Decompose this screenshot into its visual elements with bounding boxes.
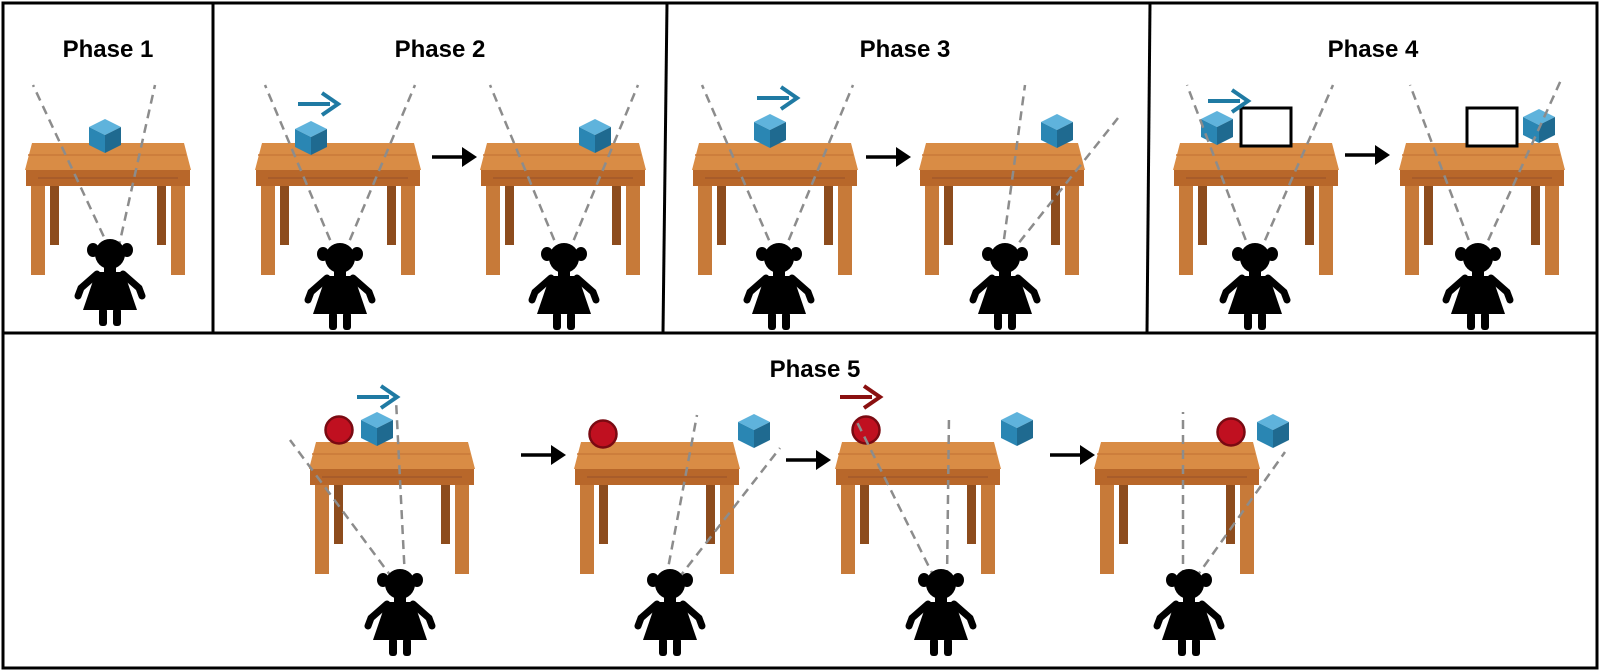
gaze-lines bbox=[1185, 84, 1335, 255]
scene bbox=[918, 84, 1119, 330]
phase-5-panel: Phase 5 bbox=[288, 356, 1289, 656]
scene bbox=[691, 84, 859, 330]
move-arrow-icon bbox=[296, 91, 340, 117]
cube-icon bbox=[1201, 111, 1233, 145]
phase-title: Phase 2 bbox=[395, 36, 486, 63]
phase-title: Phase 1 bbox=[63, 36, 154, 63]
scene bbox=[254, 84, 422, 330]
cube-icon bbox=[1041, 114, 1073, 148]
child-icon bbox=[638, 569, 702, 656]
phase-3-panel: Phase 3 bbox=[691, 36, 1119, 330]
ball-icon bbox=[588, 419, 618, 449]
move-arrow-icon bbox=[838, 384, 882, 410]
table-icon bbox=[573, 441, 741, 575]
phase-title: Phase 5 bbox=[770, 356, 861, 383]
scene bbox=[1093, 412, 1289, 656]
divider-3-4 bbox=[1145, 2, 1152, 334]
phase-title: Phase 4 bbox=[1328, 36, 1419, 63]
step-arrow-icon bbox=[784, 448, 833, 472]
move-arrow-icon bbox=[755, 85, 799, 111]
cube-icon bbox=[361, 412, 393, 446]
scene bbox=[479, 84, 647, 330]
scene bbox=[573, 414, 781, 656]
ball-icon bbox=[324, 415, 354, 445]
screen-icon bbox=[1465, 106, 1519, 148]
child-icon bbox=[532, 243, 596, 330]
step-arrow-icon bbox=[430, 145, 479, 169]
gaze-lines bbox=[854, 414, 951, 580]
step-arrow-icon bbox=[1343, 143, 1392, 167]
gaze-lines bbox=[1181, 412, 1287, 580]
child-icon bbox=[368, 569, 432, 656]
gaze-lines bbox=[664, 414, 781, 580]
child-icon bbox=[78, 239, 142, 326]
cube-icon bbox=[738, 414, 770, 448]
child-icon bbox=[909, 569, 973, 656]
scene bbox=[1398, 79, 1566, 330]
gaze-lines bbox=[31, 84, 157, 251]
gaze-lines bbox=[1408, 79, 1563, 255]
gaze-lines bbox=[700, 84, 855, 255]
gaze-lines bbox=[488, 84, 640, 255]
gaze-lines bbox=[263, 84, 417, 255]
child-icon bbox=[1157, 569, 1221, 656]
phase-2-panel: Phase 2 bbox=[254, 36, 647, 330]
cube-icon bbox=[754, 114, 786, 148]
table-icon bbox=[834, 441, 1002, 575]
scene bbox=[288, 384, 476, 656]
table-icon bbox=[308, 441, 476, 575]
child-icon bbox=[973, 243, 1037, 330]
phase-title: Phase 3 bbox=[860, 36, 951, 63]
ball-icon bbox=[1216, 417, 1246, 447]
table-icon bbox=[1093, 441, 1261, 575]
scene bbox=[1172, 84, 1340, 330]
screen-icon bbox=[1239, 106, 1293, 148]
scene bbox=[834, 384, 1033, 656]
step-arrow-icon bbox=[1048, 443, 1097, 467]
child-icon bbox=[1223, 243, 1287, 330]
scene bbox=[24, 84, 192, 326]
child-icon bbox=[308, 243, 372, 330]
step-arrow-icon bbox=[519, 443, 568, 467]
child-icon bbox=[1446, 243, 1510, 330]
step-arrow-icon bbox=[864, 145, 913, 169]
cube-icon bbox=[1001, 412, 1033, 446]
phase-1-panel: Phase 1 bbox=[24, 36, 192, 326]
child-icon bbox=[747, 243, 811, 330]
move-arrow-icon bbox=[355, 384, 399, 410]
cube-icon bbox=[1257, 414, 1289, 448]
phase-4-panel: Phase 4 bbox=[1172, 36, 1566, 330]
gaze-lines bbox=[1000, 84, 1119, 255]
divider-2-3 bbox=[661, 2, 669, 334]
